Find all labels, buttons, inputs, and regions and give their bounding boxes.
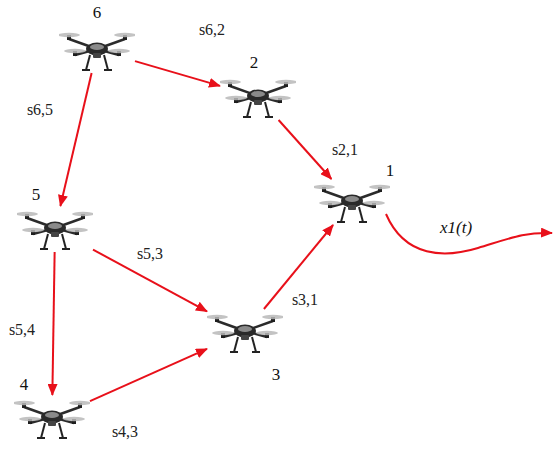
drone-node: 6 bbox=[59, 27, 135, 73]
signal-label: x1(t) bbox=[440, 219, 472, 238]
drone-illustration bbox=[14, 395, 90, 441]
drone-number: 4 bbox=[20, 376, 29, 393]
drone-number: 2 bbox=[250, 54, 259, 71]
drone-node: 3 bbox=[207, 309, 283, 355]
link-arrow bbox=[90, 349, 207, 401]
drone-illustration bbox=[59, 27, 135, 73]
drone-number: 6 bbox=[93, 4, 102, 21]
link-label: s2,1 bbox=[330, 141, 360, 159]
link-label: s5,3 bbox=[135, 245, 165, 263]
drone-illustration bbox=[220, 74, 296, 120]
drone-illustration bbox=[314, 179, 390, 225]
link-label: s5,4 bbox=[7, 321, 37, 339]
drone-number: 1 bbox=[386, 162, 395, 179]
drone-node: 4 bbox=[14, 395, 90, 441]
drone-illustration bbox=[207, 309, 283, 355]
drone-number: 3 bbox=[272, 366, 281, 383]
drone-number: 5 bbox=[32, 186, 41, 203]
link-arrow bbox=[60, 73, 91, 206]
link-arrow bbox=[135, 61, 220, 86]
link-arrow bbox=[264, 225, 333, 309]
link-label: s6,5 bbox=[25, 101, 55, 119]
drone-illustration bbox=[17, 206, 93, 252]
link-arrow bbox=[279, 120, 332, 179]
drone-node: 5 bbox=[17, 206, 93, 252]
drone-node: 1 bbox=[314, 179, 390, 225]
link-arrow bbox=[52, 252, 54, 395]
link-label: s4,3 bbox=[110, 423, 140, 441]
drone-node: 2 bbox=[220, 74, 296, 120]
link-label: s3,1 bbox=[290, 291, 320, 309]
trajectory-curve bbox=[386, 214, 552, 253]
link-label: s6,2 bbox=[197, 21, 227, 39]
